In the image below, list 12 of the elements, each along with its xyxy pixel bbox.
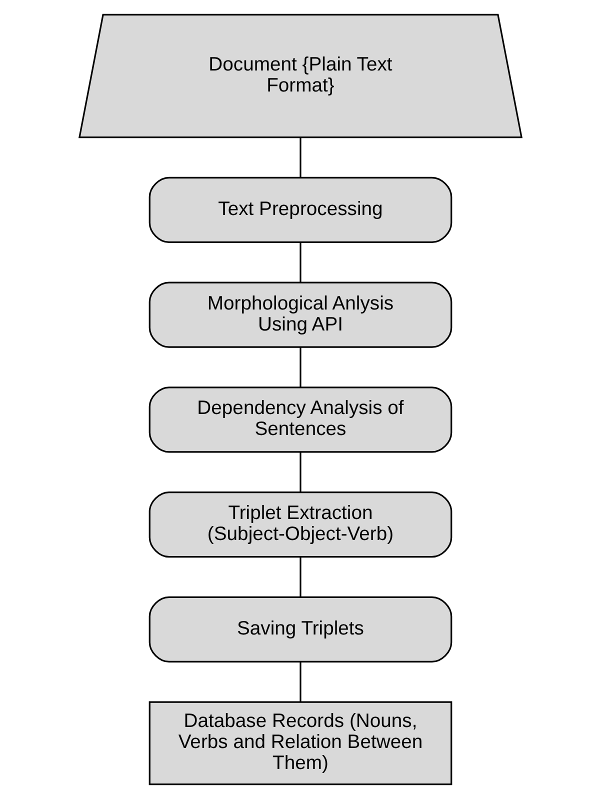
node-box: Text Preprocessing <box>148 176 452 243</box>
connector <box>299 557 301 597</box>
node-box: Triplet Extraction (Subject-Object-Verb) <box>148 491 452 558</box>
node-box: Morphological Anlysis Using API <box>148 282 452 348</box>
connector <box>299 242 301 282</box>
node-box: Database Records (Nouns, Verbs and Relation Between Them) <box>148 701 452 786</box>
node-box: Saving Triplets <box>148 596 452 662</box>
node-box: Dependency Analysis of Sentences <box>148 386 452 453</box>
connector <box>299 662 301 702</box>
connector <box>299 452 301 492</box>
connector <box>299 347 301 388</box>
connector <box>299 138 301 178</box>
